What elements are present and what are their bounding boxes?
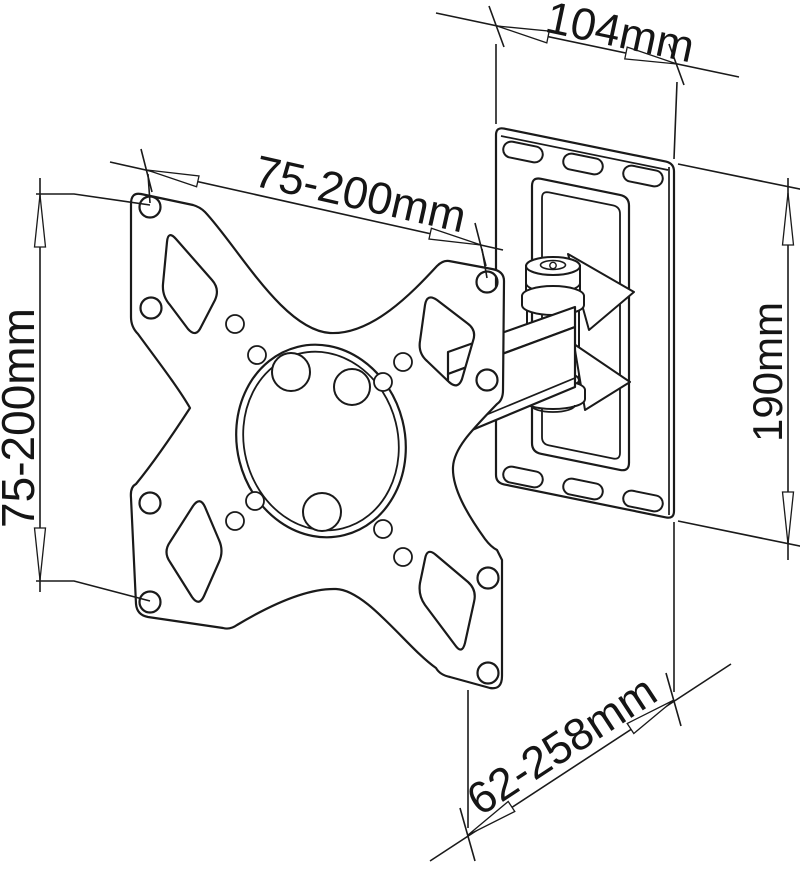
pilot-hole [245, 491, 265, 511]
wall-plate-slots [502, 140, 664, 513]
dimension-label-vesa-width: 75-200mm [250, 145, 471, 242]
arrowhead [496, 25, 550, 44]
bolt-flange [521, 285, 585, 316]
arrowhead [781, 192, 795, 246]
mounting-slot [622, 489, 664, 513]
dimension-label-104mm: 104mm [542, 0, 699, 72]
arrowhead [146, 169, 200, 188]
arrowhead [33, 527, 47, 581]
extension-line [36, 193, 151, 602]
pilot-hole [373, 519, 393, 539]
pilot-holes [225, 314, 413, 567]
screw-hole [302, 492, 342, 532]
mounting-slot [502, 140, 544, 164]
arrowhead [428, 227, 482, 246]
hinge-bolt-upper [521, 256, 585, 316]
dimension-label-extension: 62-258mm [458, 665, 666, 825]
pilot-hole [393, 547, 413, 567]
vesa-plate [129, 192, 506, 690]
dimension-wall-plate-height: 190mm [677, 163, 800, 560]
mounting-slot [622, 164, 664, 188]
mounting-slot [502, 465, 544, 489]
ring-screw-holes [271, 352, 371, 532]
hinge-gusset-lower [573, 343, 631, 411]
arrowhead [624, 46, 678, 65]
extension-line [495, 44, 678, 160]
extension-line [467, 522, 675, 828]
recess-outer-edge [530, 177, 631, 472]
pilot-hole [247, 345, 267, 365]
vesa-plate-body [129, 192, 506, 690]
ring-outer [235, 343, 407, 539]
extension-line [677, 163, 800, 547]
vesa-center-ring [235, 343, 407, 539]
bolt-head [539, 259, 567, 271]
dimension-label-plate-height: 190mm [744, 302, 791, 442]
pilot-hole [225, 511, 245, 531]
pilot-hole [373, 372, 393, 392]
pilot-hole [225, 314, 245, 334]
recess-inner-edge [541, 191, 621, 460]
wall-plate [494, 127, 676, 519]
screw-hole [333, 368, 371, 406]
arrowhead [33, 194, 47, 248]
arrowhead [781, 491, 795, 545]
screw-hole [271, 352, 311, 392]
ring-inner [242, 350, 400, 532]
pilot-hole [393, 352, 413, 372]
tick-mark [459, 672, 682, 862]
mounting-slot [562, 477, 604, 501]
mounting-slot [562, 152, 604, 176]
dimension-vesa-height: 75-200mm [0, 178, 151, 602]
arrowhead [626, 699, 675, 735]
dimension-line [435, 12, 740, 78]
dimension-label-vesa-height: 75-200mm [0, 308, 44, 528]
wall-plate-recess [530, 177, 631, 472]
bushing-bottom-arc [530, 404, 576, 413]
bolt-center-hole [549, 261, 557, 270]
wall-plate-edge-thickness [500, 135, 670, 515]
arrowhead [467, 800, 516, 836]
dimension-wall-plate-width: 104mm [435, 0, 740, 160]
